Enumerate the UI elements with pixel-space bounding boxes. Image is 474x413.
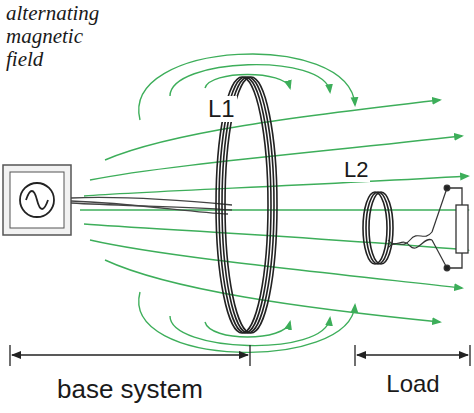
ac-source [3,165,71,235]
load-circuit [444,185,468,271]
supply-wires [71,197,232,214]
coil-l2 [363,192,393,264]
field-lines [80,54,468,352]
field-caption: alternating magnetic field [4,2,120,71]
coil-label: L2 [342,158,370,182]
coil-label: L1 [206,96,237,122]
dimension-brackets [10,345,470,366]
dimension-label: base system [55,374,205,404]
dimension-label: Load [384,370,441,398]
twisted-lead [388,188,447,268]
